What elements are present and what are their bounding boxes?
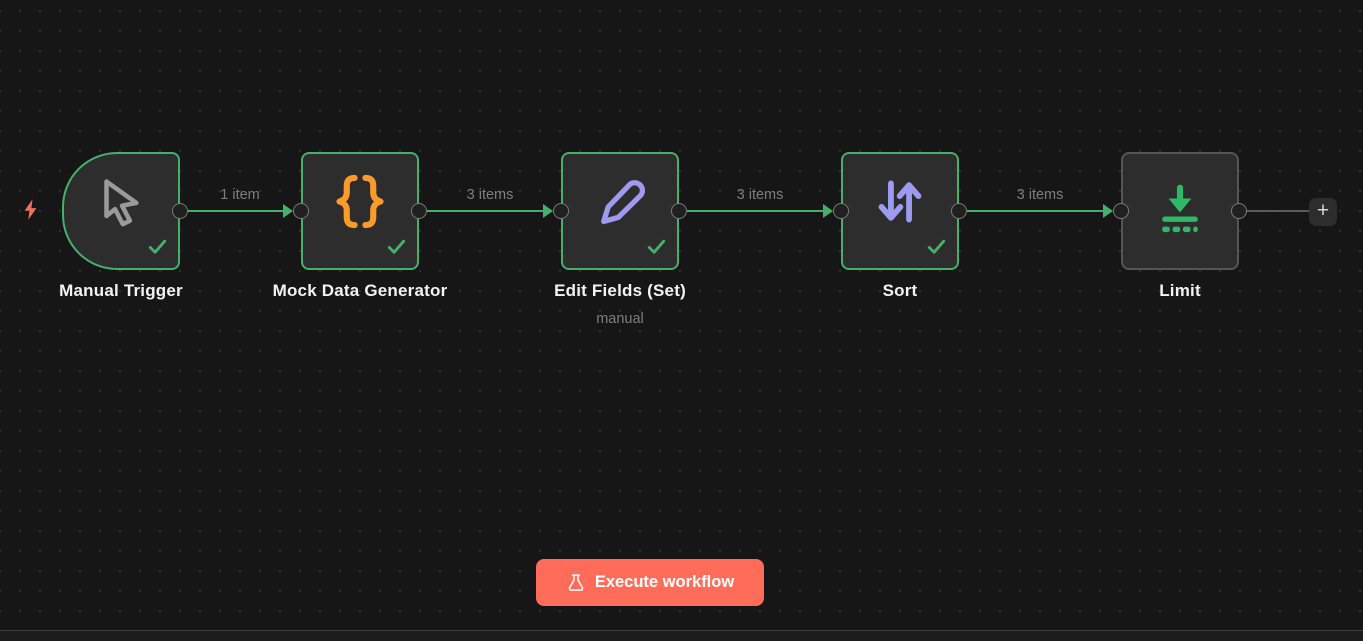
sort-arrows-icon — [871, 173, 929, 236]
node-manual-trigger[interactable] — [62, 152, 180, 270]
output-port-edit-fields[interactable] — [671, 203, 687, 219]
connection-label-2: 3 items — [466, 187, 514, 203]
input-port-edit-fields[interactable] — [553, 203, 569, 219]
success-check-icon — [925, 235, 948, 263]
node-title-manual-trigger: Manual Trigger — [59, 281, 183, 300]
connection-arrow-icon — [1103, 204, 1113, 218]
input-port-sort[interactable] — [833, 203, 849, 219]
input-port-mock-data-generator[interactable] — [293, 203, 309, 219]
output-port-limit[interactable] — [1231, 203, 1247, 219]
node-mock-data-generator[interactable] — [301, 152, 419, 270]
mouse-pointer-icon — [92, 173, 150, 236]
node-sort[interactable] — [841, 152, 959, 270]
success-check-icon — [385, 235, 408, 263]
flask-icon — [566, 572, 586, 594]
add-node-button[interactable]: + — [1309, 198, 1337, 226]
success-check-icon — [146, 235, 169, 263]
connection-arrow-icon — [283, 204, 293, 218]
execute-workflow-button[interactable]: Execute workflow — [536, 559, 764, 606]
connection-arrow-icon — [543, 204, 553, 218]
node-limit[interactable] — [1121, 152, 1239, 270]
connection-line-3[interactable] — [687, 210, 823, 212]
output-port-sort[interactable] — [951, 203, 967, 219]
execute-workflow-label: Execute workflow — [594, 573, 735, 591]
node-title-mock-data-generator: Mock Data Generator — [272, 281, 448, 300]
input-port-limit[interactable] — [1113, 203, 1129, 219]
node-title-limit: Limit — [1159, 281, 1201, 300]
output-port-mock-data-generator[interactable] — [411, 203, 427, 219]
connection-line-2[interactable] — [427, 210, 543, 212]
pending-connection-line — [1247, 210, 1309, 212]
connection-line-4[interactable] — [967, 210, 1103, 212]
node-edit-fields[interactable] — [561, 152, 679, 270]
success-check-icon — [645, 235, 668, 263]
node-subtitle-edit-fields: manual — [596, 311, 644, 327]
limit-arrow-icon — [1151, 180, 1209, 243]
connection-label-3: 3 items — [736, 187, 784, 203]
connection-label-4: 3 items — [1016, 187, 1064, 203]
connection-label-1: 1 item — [220, 187, 260, 203]
curly-braces-icon — [331, 173, 389, 236]
node-title-sort: Sort — [882, 281, 918, 300]
output-port-manual-trigger[interactable] — [172, 203, 188, 219]
connection-line-1[interactable] — [188, 210, 283, 212]
connection-arrow-icon — [823, 204, 833, 218]
node-title-edit-fields: Edit Fields (Set) — [554, 281, 686, 300]
pencil-icon — [591, 173, 649, 236]
bottom-panel — [0, 630, 1363, 641]
lightning-bolt-icon — [21, 198, 40, 226]
